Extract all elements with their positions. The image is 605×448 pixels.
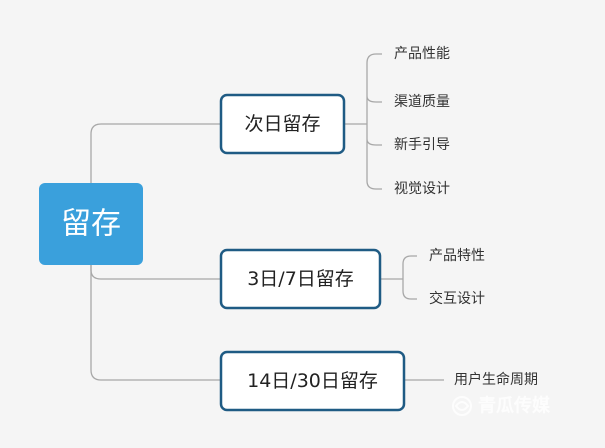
leaf-product-features[interactable]: 产品特性 [429,248,485,264]
leaf-product-performance[interactable]: 产品性能 [394,46,450,62]
root-node-label: 留存 [61,207,121,242]
connector-root-branch-3 [90,264,221,381]
leaf-user-lifecycle[interactable]: 用户生命周期 [454,371,538,388]
branch-node-14-30-day-box [219,350,406,412]
connector-root-branch-1 [90,123,221,183]
branch-node-next-day-label: 次日留存 [244,113,320,135]
watermark: 青瓜传媒 [452,395,551,417]
watermark-text: 青瓜传媒 [478,395,551,417]
branch-node-14-30-day-label: 14日/30日留存 [247,370,378,392]
connector-root-branch-2 [90,264,221,280]
branch-node-next-day[interactable]: 次日留存 [219,93,346,155]
leaf-onboarding[interactable]: 新手引导 [394,137,450,153]
branch-node-3-7-day[interactable]: 3日/7日留存 [219,248,382,310]
branch-node-14-30-day[interactable]: 14日/30日留存 [219,350,406,412]
connector-branch-1-leaves [344,53,382,190]
watermark-logo-icon [452,396,472,416]
root-node[interactable]: 留存 [39,183,143,265]
root-node-box [39,183,143,265]
leaf-interaction-design[interactable]: 交互设计 [429,290,485,307]
connector-branch-2-leaves [380,255,417,300]
branch-node-next-day-box [219,93,346,155]
branch-node-3-7-day-label: 3日/7日留存 [247,268,354,290]
leaf-visual-design[interactable]: 视觉设计 [394,181,450,197]
branch-node-3-7-day-box [219,248,382,310]
leaf-channel-quality[interactable]: 渠道质量 [394,94,450,110]
